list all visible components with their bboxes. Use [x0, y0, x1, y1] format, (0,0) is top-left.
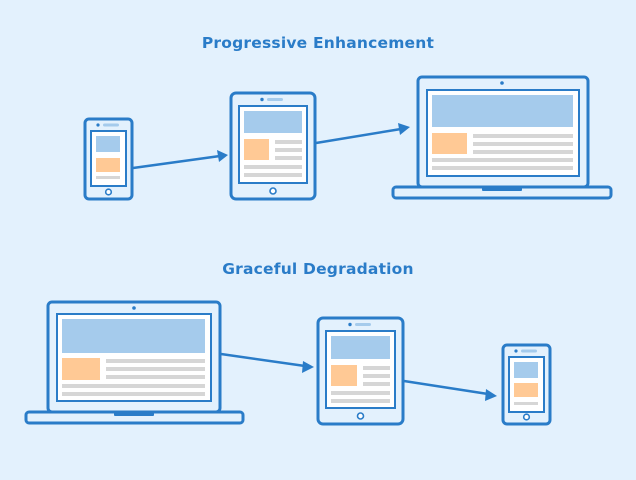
- arrow-tablet-to-laptop: [314, 123, 410, 145]
- arrow-tablet-to-phone: [402, 379, 497, 401]
- tablet-icon: [316, 316, 405, 426]
- phone-icon: [501, 343, 552, 426]
- arrow-phone-to-tablet: [131, 150, 228, 170]
- arrow-laptop-to-tablet: [219, 352, 314, 373]
- phone-icon: [83, 117, 134, 201]
- tablet-icon: [229, 91, 317, 201]
- laptop-icon: [24, 300, 245, 425]
- laptop-icon: [391, 75, 613, 200]
- section-title-graceful-degradation: Graceful Degradation: [222, 260, 414, 278]
- section-title-progressive-enhancement: Progressive Enhancement: [201, 34, 435, 52]
